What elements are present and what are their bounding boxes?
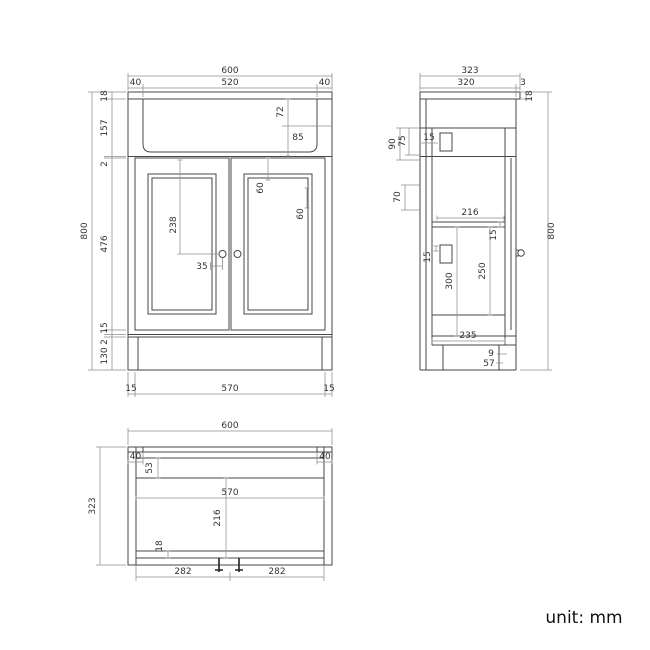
front-dimension-lines [88,73,333,397]
sv-dim-top-thickness: 18 [525,90,535,102]
unit-label: unit: mm [545,608,622,628]
pv-dim-inner-width: 570 [221,488,238,498]
door-left-panel-inner [151,177,213,311]
sv-dim-hinge-offset-a: 75 [398,135,408,146]
fv-dim-overall-height: 800 [80,222,90,239]
pv-dim-left-post: 40 [130,452,142,462]
door-right-panel-inner [247,177,309,311]
fv-dim-apron-height: 157 [100,119,110,136]
sv-dim-base-gap: 9 [488,349,494,359]
fv-dim-left-post: 40 [130,78,142,88]
plan-dimension-lines [96,428,333,581]
fv-dim-door-height: 476 [100,235,110,252]
fv-dim-basin-lower: 85 [292,133,303,143]
fv-dim-basin-depth: 72 [276,106,286,117]
sv-dim-shelf-to-rail: 250 [478,262,488,279]
sv-dim-hinge-inset-top: 15 [423,133,434,143]
foot-marker-right [235,558,243,572]
sv-dim-shelf-height: 300 [445,272,455,289]
sv-dim-base-depth: 235 [459,331,476,341]
fv-dim-right-post: 40 [319,78,331,88]
fv-dim-knob-inset: 35 [196,262,207,272]
pv-dim-right-post: 40 [319,452,331,462]
fv-dim-stile-width: 60 [256,182,266,194]
door-right-panel [243,173,313,315]
pv-dim-foot-right: 282 [268,567,285,577]
sv-dim-hinge-offset-b: 90 [388,138,398,150]
fv-dim-gap-lower-a: 15 [100,322,110,333]
pv-dim-inner-depth: 216 [213,509,223,526]
fv-dim-basin-width: 520 [221,78,238,88]
front-view: 600 40 520 40 18 157 2 476 15 2 130 800 … [80,66,335,397]
plan-view: 600 40 40 323 53 570 216 18 282 282 [88,421,333,581]
side-structure-lines [419,91,521,371]
fv-dim-bottom-right-margin: 15 [323,384,334,394]
door-right [230,157,326,331]
sv-dim-hinge-gap: 70 [393,191,403,203]
knob-side [517,249,525,257]
hinge-bottom [439,244,453,264]
pv-dim-basin-front-offset: 53 [145,462,155,473]
fv-dim-gap-lower-b: 2 [100,339,110,345]
fv-dim-overall-width: 600 [221,66,238,76]
knob-right [233,250,242,258]
sv-dim-shelf-depth: 216 [461,208,478,218]
front-structure-lines [127,91,333,371]
pv-dim-overall-depth: 323 [88,497,98,514]
fv-dim-bottom-left-margin: 15 [125,384,136,394]
door-left [134,157,230,331]
hinge-top [439,132,453,152]
sv-dim-overall-depth: 323 [461,66,478,76]
sv-dim-shelf-thickness: 15 [489,229,499,240]
pv-dim-foot-left: 282 [174,567,191,577]
side-view: 323 320 3 18 800 75 90 15 70 216 15 15 2… [388,66,557,371]
pv-dim-overall-width: 600 [221,421,238,431]
side-dimension-lines [396,73,552,371]
pv-dim-front-panel: 18 [155,540,165,552]
plan-structure-lines [127,446,333,566]
sv-dim-body-depth: 320 [457,78,474,88]
fv-dim-rail-width: 60 [296,208,306,220]
fv-dim-gap-upper: 2 [100,161,110,167]
sv-dim-leg-height: 57 [483,359,494,369]
fv-dim-plinth-height: 130 [100,347,110,364]
sv-dim-overhang: 3 [520,78,526,88]
fv-dim-worktop-thickness: 18 [100,90,110,102]
knob-left [218,250,227,258]
sv-dim-hinge-inset-low: 15 [423,251,433,262]
door-left-panel [147,173,217,315]
foot-marker-left [215,558,223,572]
fv-dim-knob-drop: 238 [169,216,179,233]
sv-dim-overall-height: 800 [547,222,557,239]
fv-dim-door-span: 570 [221,384,238,394]
